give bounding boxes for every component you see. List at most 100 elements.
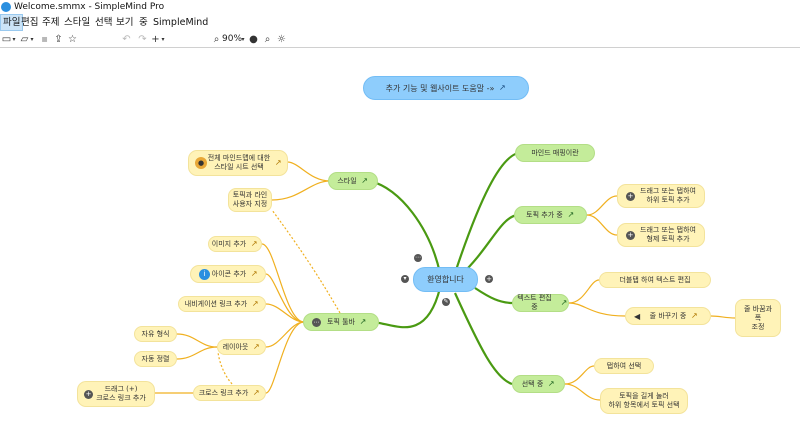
drag-plus-node[interactable]: + 드래그 (+) 크로스 링크 추가 — [77, 381, 155, 407]
branch-free-form — [176, 333, 218, 348]
external-link-icon[interactable]: ↗ — [567, 210, 575, 219]
drag-sibling-node[interactable]: + 드래그 또는 탭하여 형제 토픽 추가 — [617, 223, 705, 247]
chevron-down-icon[interactable]: ▾ — [241, 36, 245, 43]
menu-middle[interactable]: 중 — [139, 17, 148, 28]
branch-double-tap — [568, 279, 600, 304]
collapse-icon[interactable]: ▾ — [401, 275, 409, 283]
free-form-node[interactable]: 자유 형식 — [134, 326, 177, 342]
palette-icon[interactable]: ● — [249, 34, 258, 45]
topic-toolbar-label: 토픽 툴바 — [327, 317, 355, 326]
branch-toolbar — [369, 287, 442, 329]
branch-tap-select — [564, 365, 595, 385]
branch-style-sheet — [287, 161, 331, 182]
save-icon[interactable]: ▪ — [41, 34, 48, 45]
external-link-icon[interactable]: ↗ — [690, 311, 698, 320]
drag-child-node[interactable]: + 드래그 또는 탭하여 하위 토픽 추가 — [617, 184, 705, 208]
branch-select — [453, 292, 513, 386]
open-folder-icon[interactable]: ▱ — [20, 34, 29, 45]
text-edit-node[interactable]: 텍스트 편집 중 ↗ — [512, 294, 569, 312]
more-icon: ⋯ — [312, 318, 321, 327]
zoom-level[interactable]: 90% — [222, 34, 243, 44]
menu-style[interactable]: 스타일 — [64, 17, 91, 28]
cross-link-label: 크로스 링크 추가 — [198, 388, 249, 397]
drag-plus-label: 드래그 (+) 크로스 링크 추가 — [96, 385, 146, 402]
more-icon[interactable]: ⋯ — [414, 254, 422, 262]
branch-text-edit — [474, 287, 514, 305]
window-title: Welcome.smmx - SimpleMind Pro — [14, 2, 165, 12]
menu-topic[interactable]: 주제 — [42, 17, 60, 28]
star-icon[interactable]: ☆ — [68, 34, 77, 45]
settings-icon[interactable]: ✎ — [442, 298, 450, 306]
external-link-icon[interactable]: ↗ — [547, 379, 555, 388]
select-label: 선택 중 — [521, 379, 544, 388]
branch-topic-line — [271, 180, 331, 201]
add-icon: + — [84, 390, 93, 399]
help-banner-node[interactable]: 추가 기능 및 웹사이트 도움말 -» ↗ — [363, 76, 529, 100]
external-link-icon[interactable]: ↗ — [361, 176, 368, 185]
chevron-down-icon[interactable]: ▾ — [161, 36, 165, 43]
add-image-node[interactable]: 이미지 추가 ↗ — [208, 236, 262, 252]
double-tap-node[interactable]: 더블탭 하여 텍스트 편집 — [599, 272, 711, 288]
add-icon: + — [626, 192, 635, 201]
external-link-icon[interactable]: ↗ — [250, 269, 258, 278]
info-icon: i — [199, 269, 210, 280]
share-icon[interactable]: ⇪ — [54, 34, 63, 45]
line-break-node[interactable]: ◀ 줄 바꾸기 중 ↗ — [625, 307, 711, 325]
mindmapping-node[interactable]: 마인드 매핑이란 — [515, 144, 595, 162]
mindmap-canvas[interactable]: 추가 기능 및 웹사이트 도움말 -» ↗ 환영합니다 ⋯ ▾ + ✎ 스타일 … — [0, 48, 800, 434]
add-icon-node[interactable]: i 아이콘 추가 ↗ — [190, 265, 266, 283]
topic-line-node[interactable]: 토픽과 라인 사용자 지정 — [228, 188, 272, 212]
tap-select-label: 탭하여 선택 — [606, 361, 642, 370]
central-topic-node[interactable]: 환영합니다 — [413, 267, 478, 292]
redo-icon[interactable]: ↷ — [138, 34, 147, 45]
external-link-icon[interactable]: ↗ — [253, 342, 260, 351]
branch-line-spacing — [710, 315, 736, 319]
line-spacing-node[interactable]: 줄 바꿈과 폭 조정 — [735, 299, 781, 337]
layout-node[interactable]: 레이아웃 ↗ — [217, 339, 266, 355]
external-link-icon[interactable]: ↗ — [250, 239, 258, 248]
undo-icon[interactable]: ↶ — [122, 34, 131, 45]
tap-select-node[interactable]: 탭하여 선택 — [594, 358, 654, 374]
chevron-down-icon[interactable]: ▾ — [30, 36, 34, 43]
add-icon[interactable]: + — [151, 34, 160, 45]
palette-icon: ● — [195, 157, 207, 169]
auto-align-node[interactable]: 자동 정렬 — [134, 351, 177, 367]
menu-file[interactable]: 파일 — [0, 14, 24, 31]
cross-link-node[interactable]: 크로스 링크 추가 ↗ — [193, 385, 266, 401]
external-link-icon[interactable]: ↗ — [499, 83, 506, 92]
layout-label: 레이아웃 — [222, 342, 249, 351]
central-topic-label: 환영합니다 — [427, 275, 464, 284]
text-edit-label: 텍스트 편집 중 — [517, 294, 552, 311]
new-document-icon[interactable]: ▭ — [1, 34, 12, 45]
external-link-icon[interactable]: ↗ — [274, 158, 282, 167]
nav-link-node[interactable]: 내비게이션 링크 추가 ↗ — [178, 296, 266, 312]
external-link-icon[interactable]: ↗ — [252, 388, 260, 397]
external-link-icon[interactable]: ↗ — [560, 298, 568, 307]
line-spacing-label: 줄 바꿈과 폭 조정 — [744, 304, 772, 331]
search-icon[interactable]: ⌕ — [264, 34, 271, 45]
mindmapping-label: 마인드 매핑이란 — [531, 148, 579, 157]
toolbar: ▭ ▾ ▱ ▾ ▪ ⇪ ☆ ↶ ↷ + ▾ ⌕ 90% ▾ ● ⌕ ☼ — [0, 31, 800, 48]
zoom-icon[interactable]: ⌕ — [213, 34, 220, 45]
menu-view[interactable]: 보기 — [116, 17, 134, 28]
topic-toolbar-node[interactable]: ⋯ 토픽 툴바 ↗ — [303, 313, 379, 331]
menu-select[interactable]: 선택 — [95, 17, 113, 28]
add-topic-node[interactable]: 토픽 추가 중 ↗ — [514, 206, 587, 224]
menu-simplemind[interactable]: SimpleMind — [153, 17, 209, 28]
style-node[interactable]: 스타일 ↗ — [328, 172, 378, 190]
add-child-icon[interactable]: + — [485, 275, 493, 283]
style-sheet-label: 전체 마인드맵에 대한 스타일 시트 선택 — [207, 154, 271, 171]
chevron-down-icon[interactable]: ▾ — [12, 36, 16, 43]
menu-edit[interactable]: 편집 — [21, 17, 39, 28]
style-sheet-node[interactable]: ● 전체 마인드맵에 대한 스타일 시트 선택 ↗ — [188, 150, 288, 176]
style-label: 스타일 — [337, 176, 357, 185]
external-link-icon[interactable]: ↗ — [251, 299, 259, 308]
double-tap-label: 더블탭 하여 텍스트 편집 — [619, 275, 691, 284]
cross-link-dotted — [271, 209, 341, 314]
branch-auto-align — [176, 346, 218, 360]
long-press-node[interactable]: 토픽을 길게 눌러 하위 항목에서 토픽 선택 — [600, 388, 688, 414]
select-node[interactable]: 선택 중 ↗ — [512, 375, 565, 393]
external-link-icon[interactable]: ↗ — [359, 317, 367, 326]
long-press-label: 토픽을 길게 눌러 하위 항목에서 토픽 선택 — [608, 392, 680, 409]
lightbulb-icon[interactable]: ☼ — [277, 34, 286, 45]
